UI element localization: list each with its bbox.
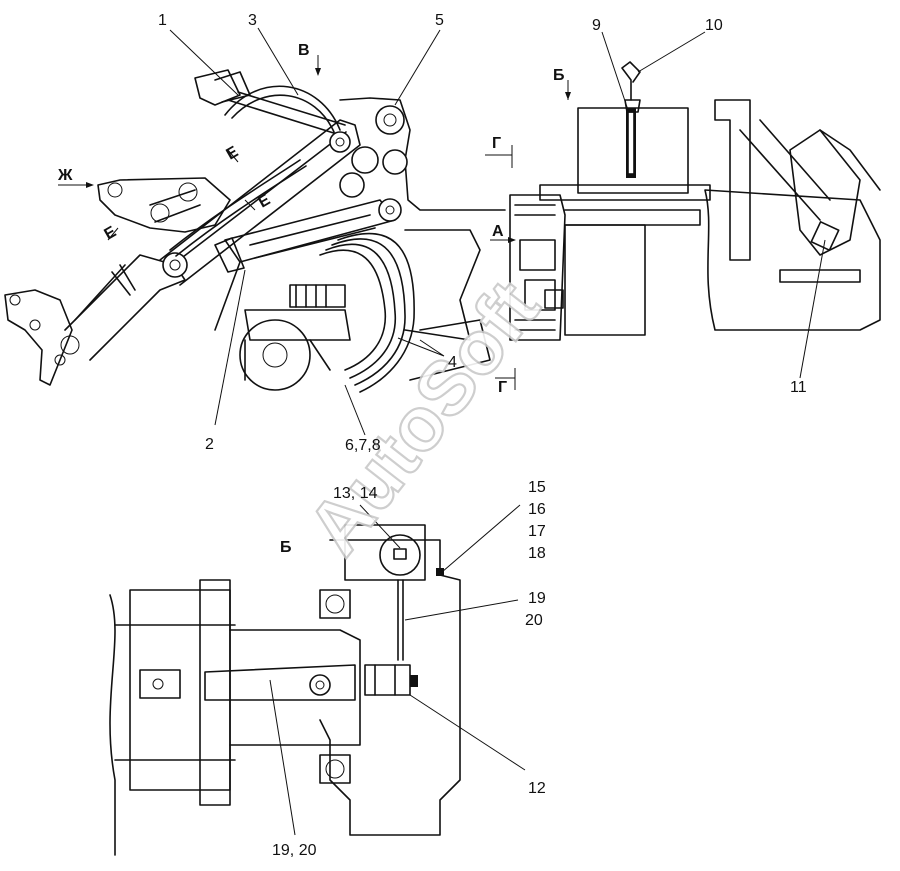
view-mark-g-bottom: Г	[498, 379, 507, 396]
callout-15: 15	[528, 479, 546, 496]
callout-12: 12	[528, 780, 546, 797]
callout-16: 16	[528, 501, 546, 518]
view-mark-b-section: Б	[280, 539, 292, 556]
view-mark-b-top: Б	[553, 67, 565, 84]
callout-2: 2	[205, 436, 214, 453]
callout-4: 4	[448, 354, 457, 371]
view-mark-g-top: Г	[492, 135, 501, 152]
callout-17: 17	[528, 523, 546, 540]
callout-6-7-8: 6,7,8	[345, 437, 381, 454]
view-b-frame	[109, 524, 461, 856]
view-mark-e-3: Е	[102, 223, 120, 243]
leader-lines-bottom	[269, 504, 526, 836]
lower-hydraulic-cylinder	[214, 198, 402, 331]
callout-1: 1	[158, 12, 167, 29]
leader-lines-top	[169, 27, 826, 436]
view-mark-zh: Ж	[57, 167, 73, 184]
tank-box	[539, 61, 711, 226]
callout-18: 18	[528, 545, 546, 562]
loader-arm	[4, 119, 361, 386]
callout-19-20: 19, 20	[272, 842, 317, 859]
callout-13-14: 13, 14	[333, 485, 378, 502]
hydraulic-hoses	[111, 85, 415, 393]
callout-19: 19	[528, 590, 546, 607]
callout-20: 20	[525, 612, 543, 629]
rear-subframe	[704, 99, 881, 331]
view-mark-v: В	[298, 42, 310, 59]
view-mark-e-2: Е	[256, 191, 274, 211]
view-mark-e-1: Е	[224, 143, 242, 163]
callout-5: 5	[435, 12, 444, 29]
callout-3: 3	[248, 12, 257, 29]
callout-9: 9	[592, 17, 601, 34]
frame-center	[239, 97, 506, 391]
callout-10: 10	[705, 17, 723, 34]
upper-hydraulic-cylinder	[194, 69, 351, 153]
callout-11: 11	[790, 379, 807, 396]
view-arrows	[58, 55, 571, 390]
view-mark-a: А	[492, 223, 504, 240]
